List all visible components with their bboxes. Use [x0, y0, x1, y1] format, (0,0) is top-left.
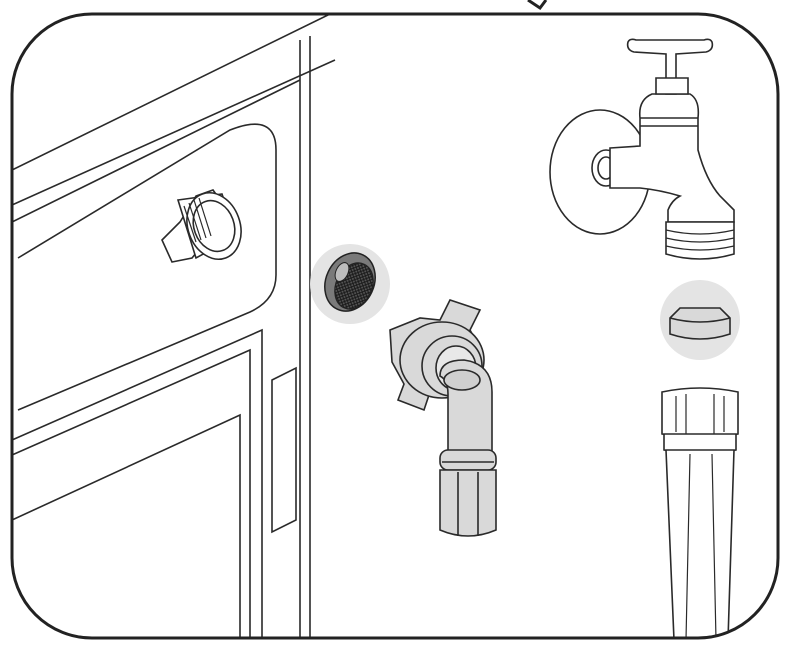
top-mark-icon [527, 0, 548, 11]
hose-end-icon [661, 387, 739, 439]
rubber-seal [660, 280, 740, 360]
filter-screen [310, 244, 390, 324]
machine-inlet-valve [161, 189, 242, 263]
washer-seal-icon [669, 307, 731, 340]
elbow-hose-fitting [389, 299, 497, 537]
washing-machine [12, 14, 336, 638]
straight-hose-end [661, 387, 739, 638]
illustration-frame [10, 12, 780, 640]
back-panel [17, 123, 277, 411]
water-tap [549, 38, 735, 260]
